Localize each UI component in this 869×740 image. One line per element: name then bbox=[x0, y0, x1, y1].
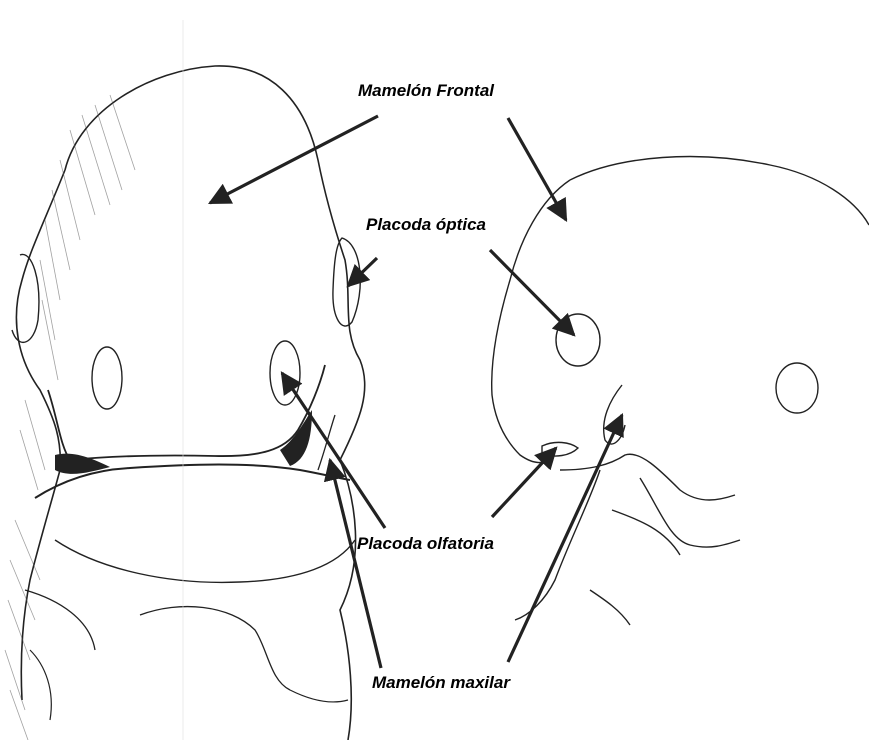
lateral-head-outline bbox=[570, 157, 869, 225]
left-olfactory-placode bbox=[92, 347, 122, 409]
frontal-view-head bbox=[12, 20, 365, 740]
shading-hatch bbox=[5, 95, 135, 740]
neck-arch-1 bbox=[25, 590, 95, 650]
lateral-view-head bbox=[492, 157, 869, 625]
lateral-olfactory-pit bbox=[542, 442, 578, 456]
lateral-otic-vesicle bbox=[776, 363, 818, 413]
branchial-arch-5 bbox=[590, 590, 630, 625]
arrow-frontal-left bbox=[210, 116, 378, 203]
pointer-arrows bbox=[210, 116, 622, 668]
arrow-optic-left bbox=[348, 258, 377, 286]
arrow-maxillary-right bbox=[508, 415, 622, 662]
arrow-optic-right bbox=[490, 250, 574, 335]
neck-arch-2 bbox=[140, 607, 290, 690]
neck-arch-3 bbox=[30, 650, 51, 720]
branchial-arch-3 bbox=[640, 478, 740, 547]
stomodeum-upper bbox=[48, 365, 325, 460]
mandible-outline bbox=[55, 540, 355, 582]
head-outline bbox=[65, 66, 365, 740]
neck-fold bbox=[290, 690, 348, 702]
arrow-frontal-right bbox=[508, 118, 566, 220]
head-left-contour bbox=[16, 170, 65, 700]
label-placoda-optica: Placoda óptica bbox=[366, 216, 486, 233]
label-mamelon-frontal: Mamelón Frontal bbox=[358, 82, 494, 99]
branchial-arch-4 bbox=[612, 510, 680, 555]
label-mamelon-maxilar: Mamelón maxilar bbox=[372, 674, 510, 691]
label-placoda-olfatoria: Placoda olfatoria bbox=[357, 535, 494, 552]
arrow-maxillary-left bbox=[330, 460, 381, 668]
